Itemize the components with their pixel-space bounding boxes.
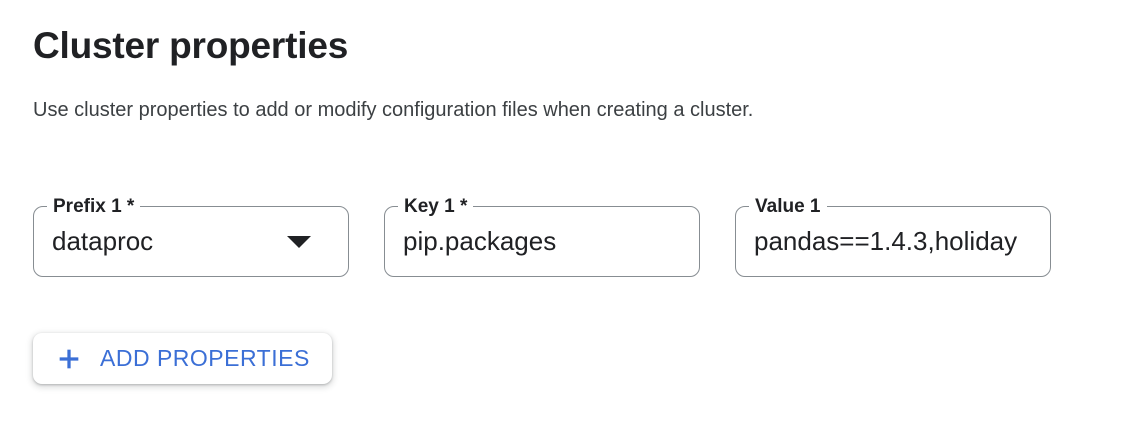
add-properties-button[interactable]: ADD PROPERTIES [33,333,332,384]
key-field: Key 1 * [384,196,700,277]
key-input[interactable] [385,207,699,276]
add-properties-label: ADD PROPERTIES [100,345,310,371]
value-field-label: Value 1 [749,196,827,218]
key-field-label: Key 1 * [398,196,474,218]
section-description: Use cluster properties to add or modify … [33,99,754,121]
prefix-field-label: Prefix 1 * [47,196,141,218]
prefix-select[interactable]: dataproc [34,207,348,276]
dropdown-arrow-icon [287,235,311,248]
prefix-selected-value: dataproc [52,226,154,256]
page-title: Cluster properties [33,25,349,66]
prefix-field: Prefix 1 * dataproc [33,196,349,277]
property-row: Prefix 1 * dataproc Key 1 * Value 1 [33,196,1051,277]
plus-icon [59,349,79,368]
value-input[interactable] [736,207,1050,276]
value-field: Value 1 [735,196,1051,277]
